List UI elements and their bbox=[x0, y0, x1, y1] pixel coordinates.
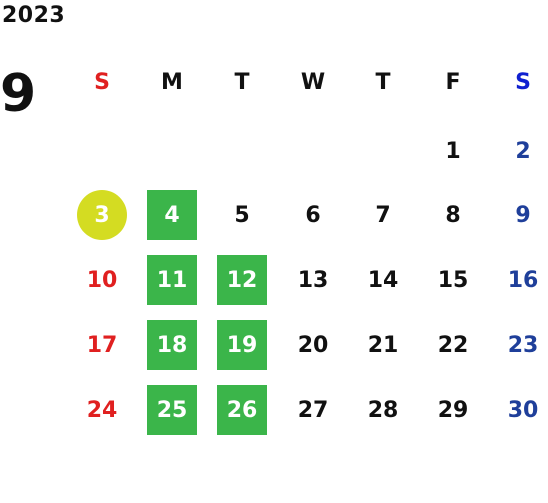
day-cell-1[interactable]: 1 bbox=[445, 138, 461, 164]
day-cell-10[interactable]: 10 bbox=[86, 267, 118, 293]
day-cell-16[interactable]: 16 bbox=[507, 267, 539, 293]
weekday-header-wed: W bbox=[300, 69, 326, 95]
weekday-header-sat: S bbox=[515, 69, 531, 95]
day-cell-3[interactable]: 3 bbox=[77, 190, 127, 240]
day-cell-11[interactable]: 11 bbox=[147, 255, 197, 305]
day-cell-8[interactable]: 8 bbox=[445, 202, 461, 228]
day-cell-28[interactable]: 28 bbox=[367, 397, 399, 423]
day-cell-13[interactable]: 13 bbox=[297, 267, 329, 293]
day-cell-15[interactable]: 15 bbox=[437, 267, 469, 293]
day-cell-14[interactable]: 14 bbox=[367, 267, 399, 293]
day-cell-29[interactable]: 29 bbox=[437, 397, 469, 423]
day-cell-17[interactable]: 17 bbox=[86, 332, 118, 358]
day-cell-6[interactable]: 6 bbox=[305, 202, 321, 228]
day-cell-21[interactable]: 21 bbox=[367, 332, 399, 358]
weekday-header-tue: T bbox=[234, 69, 250, 95]
day-cell-23[interactable]: 23 bbox=[507, 332, 539, 358]
day-cell-2[interactable]: 2 bbox=[515, 138, 531, 164]
day-cell-19[interactable]: 19 bbox=[217, 320, 267, 370]
day-cell-7[interactable]: 7 bbox=[375, 202, 391, 228]
day-cell-4[interactable]: 4 bbox=[147, 190, 197, 240]
day-cell-30[interactable]: 30 bbox=[507, 397, 539, 423]
weekday-header-fri: F bbox=[445, 69, 461, 95]
day-cell-5[interactable]: 5 bbox=[234, 202, 250, 228]
weekday-header-sun: S bbox=[94, 69, 110, 95]
weekday-header-mon: M bbox=[161, 69, 183, 95]
weekday-header-thu: T bbox=[375, 69, 391, 95]
day-cell-12[interactable]: 12 bbox=[217, 255, 267, 305]
day-cell-18[interactable]: 18 bbox=[147, 320, 197, 370]
year-label: 2023 bbox=[2, 3, 66, 28]
month-label: 9 bbox=[0, 64, 37, 124]
day-cell-24[interactable]: 24 bbox=[86, 397, 118, 423]
day-cell-25[interactable]: 25 bbox=[147, 385, 197, 435]
day-cell-22[interactable]: 22 bbox=[437, 332, 469, 358]
day-cell-20[interactable]: 20 bbox=[297, 332, 329, 358]
day-cell-26[interactable]: 26 bbox=[217, 385, 267, 435]
day-cell-9[interactable]: 9 bbox=[515, 202, 531, 228]
day-cell-27[interactable]: 27 bbox=[297, 397, 329, 423]
